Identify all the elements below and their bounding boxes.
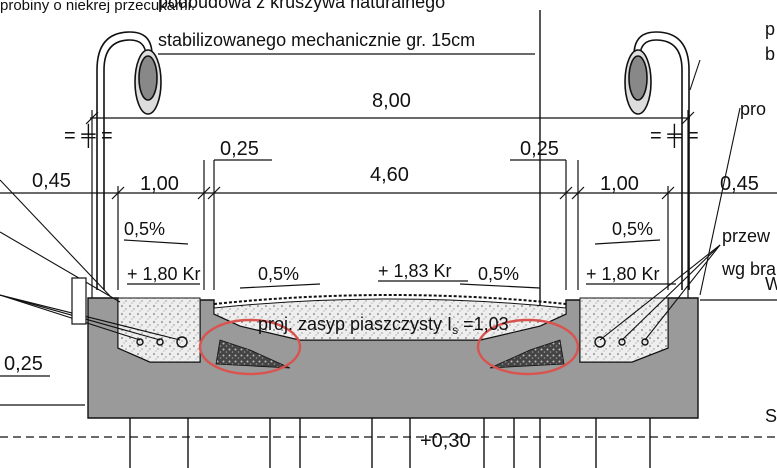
elevation-right: + 1,80 Kr <box>586 264 660 284</box>
dim-edge-right: 0,45 <box>720 173 759 195</box>
sidewalk-fill-left <box>117 297 201 363</box>
pipes-right <box>594 336 649 348</box>
fill-label: proj. zasyp piaszczysty Is =1,03 <box>258 314 509 337</box>
right-label-wg-bra: wg bra <box>721 259 777 279</box>
slope-road-right-arrow <box>459 283 541 289</box>
dim-bottom-center: +0,30 <box>420 430 471 452</box>
top-text-line3: stabilizowanego mechanicznie gr. 15cm <box>158 30 475 50</box>
dim-roadway-width: 4,60 <box>370 164 409 186</box>
slope-sidewalk-left: 0,5% <box>124 219 165 239</box>
slope-arrow-left <box>123 239 189 245</box>
piles <box>129 418 651 468</box>
roadway-fill <box>213 298 567 341</box>
equal-mark-right: = ╪ = <box>650 123 699 149</box>
elevation-center: + 1,83 Kr <box>378 261 452 281</box>
dim-sidewalk-right: 1,00 <box>600 173 639 195</box>
dim-sidewalk-left: 1,00 <box>140 173 179 195</box>
dim-edge-left: 0,45 <box>32 170 71 192</box>
dim-curb-left: 0,25 <box>220 138 259 160</box>
right-label-b: b <box>765 44 775 64</box>
highlight-left <box>198 318 302 376</box>
elevation-left: + 1,80 Kr <box>127 264 201 284</box>
equal-mark-left: = ╪ = <box>64 123 113 149</box>
road-surface <box>213 294 567 305</box>
lamp-left-icon <box>96 31 162 290</box>
rubble-right <box>489 339 565 369</box>
pipes-left <box>136 336 188 348</box>
top-text-line2: podbudowa z kruszywa naturalnego <box>158 0 445 12</box>
dim-bottom-left: 0,25 <box>4 353 43 375</box>
right-label-przew: przew <box>722 226 771 246</box>
dim-curb-right: 0,25 <box>520 138 559 160</box>
slope-road-right: 0,5% <box>478 264 519 284</box>
slope-road-left-arrow <box>239 283 321 289</box>
slope-arrow-right <box>594 239 661 245</box>
rubble-left <box>215 339 291 369</box>
right-label-pro: pro <box>740 99 766 119</box>
slope-road-left: 0,5% <box>258 264 299 284</box>
leader-lines <box>0 59 741 341</box>
slope-sidewalk-right: 0,5% <box>612 219 653 239</box>
top-text-line1: probiny o niekrej przecukami. <box>0 0 195 14</box>
dimension-roadway <box>0 159 777 290</box>
dim-overall-width: 8,00 <box>372 90 411 112</box>
lamp-right-icon <box>624 31 690 290</box>
right-label-s: S <box>765 406 777 426</box>
highlight-right <box>476 318 580 376</box>
edge-element-left <box>71 277 87 325</box>
right-label-w: W <box>765 274 777 294</box>
right-label-p: p <box>765 19 775 39</box>
dimension-overall <box>85 110 695 300</box>
